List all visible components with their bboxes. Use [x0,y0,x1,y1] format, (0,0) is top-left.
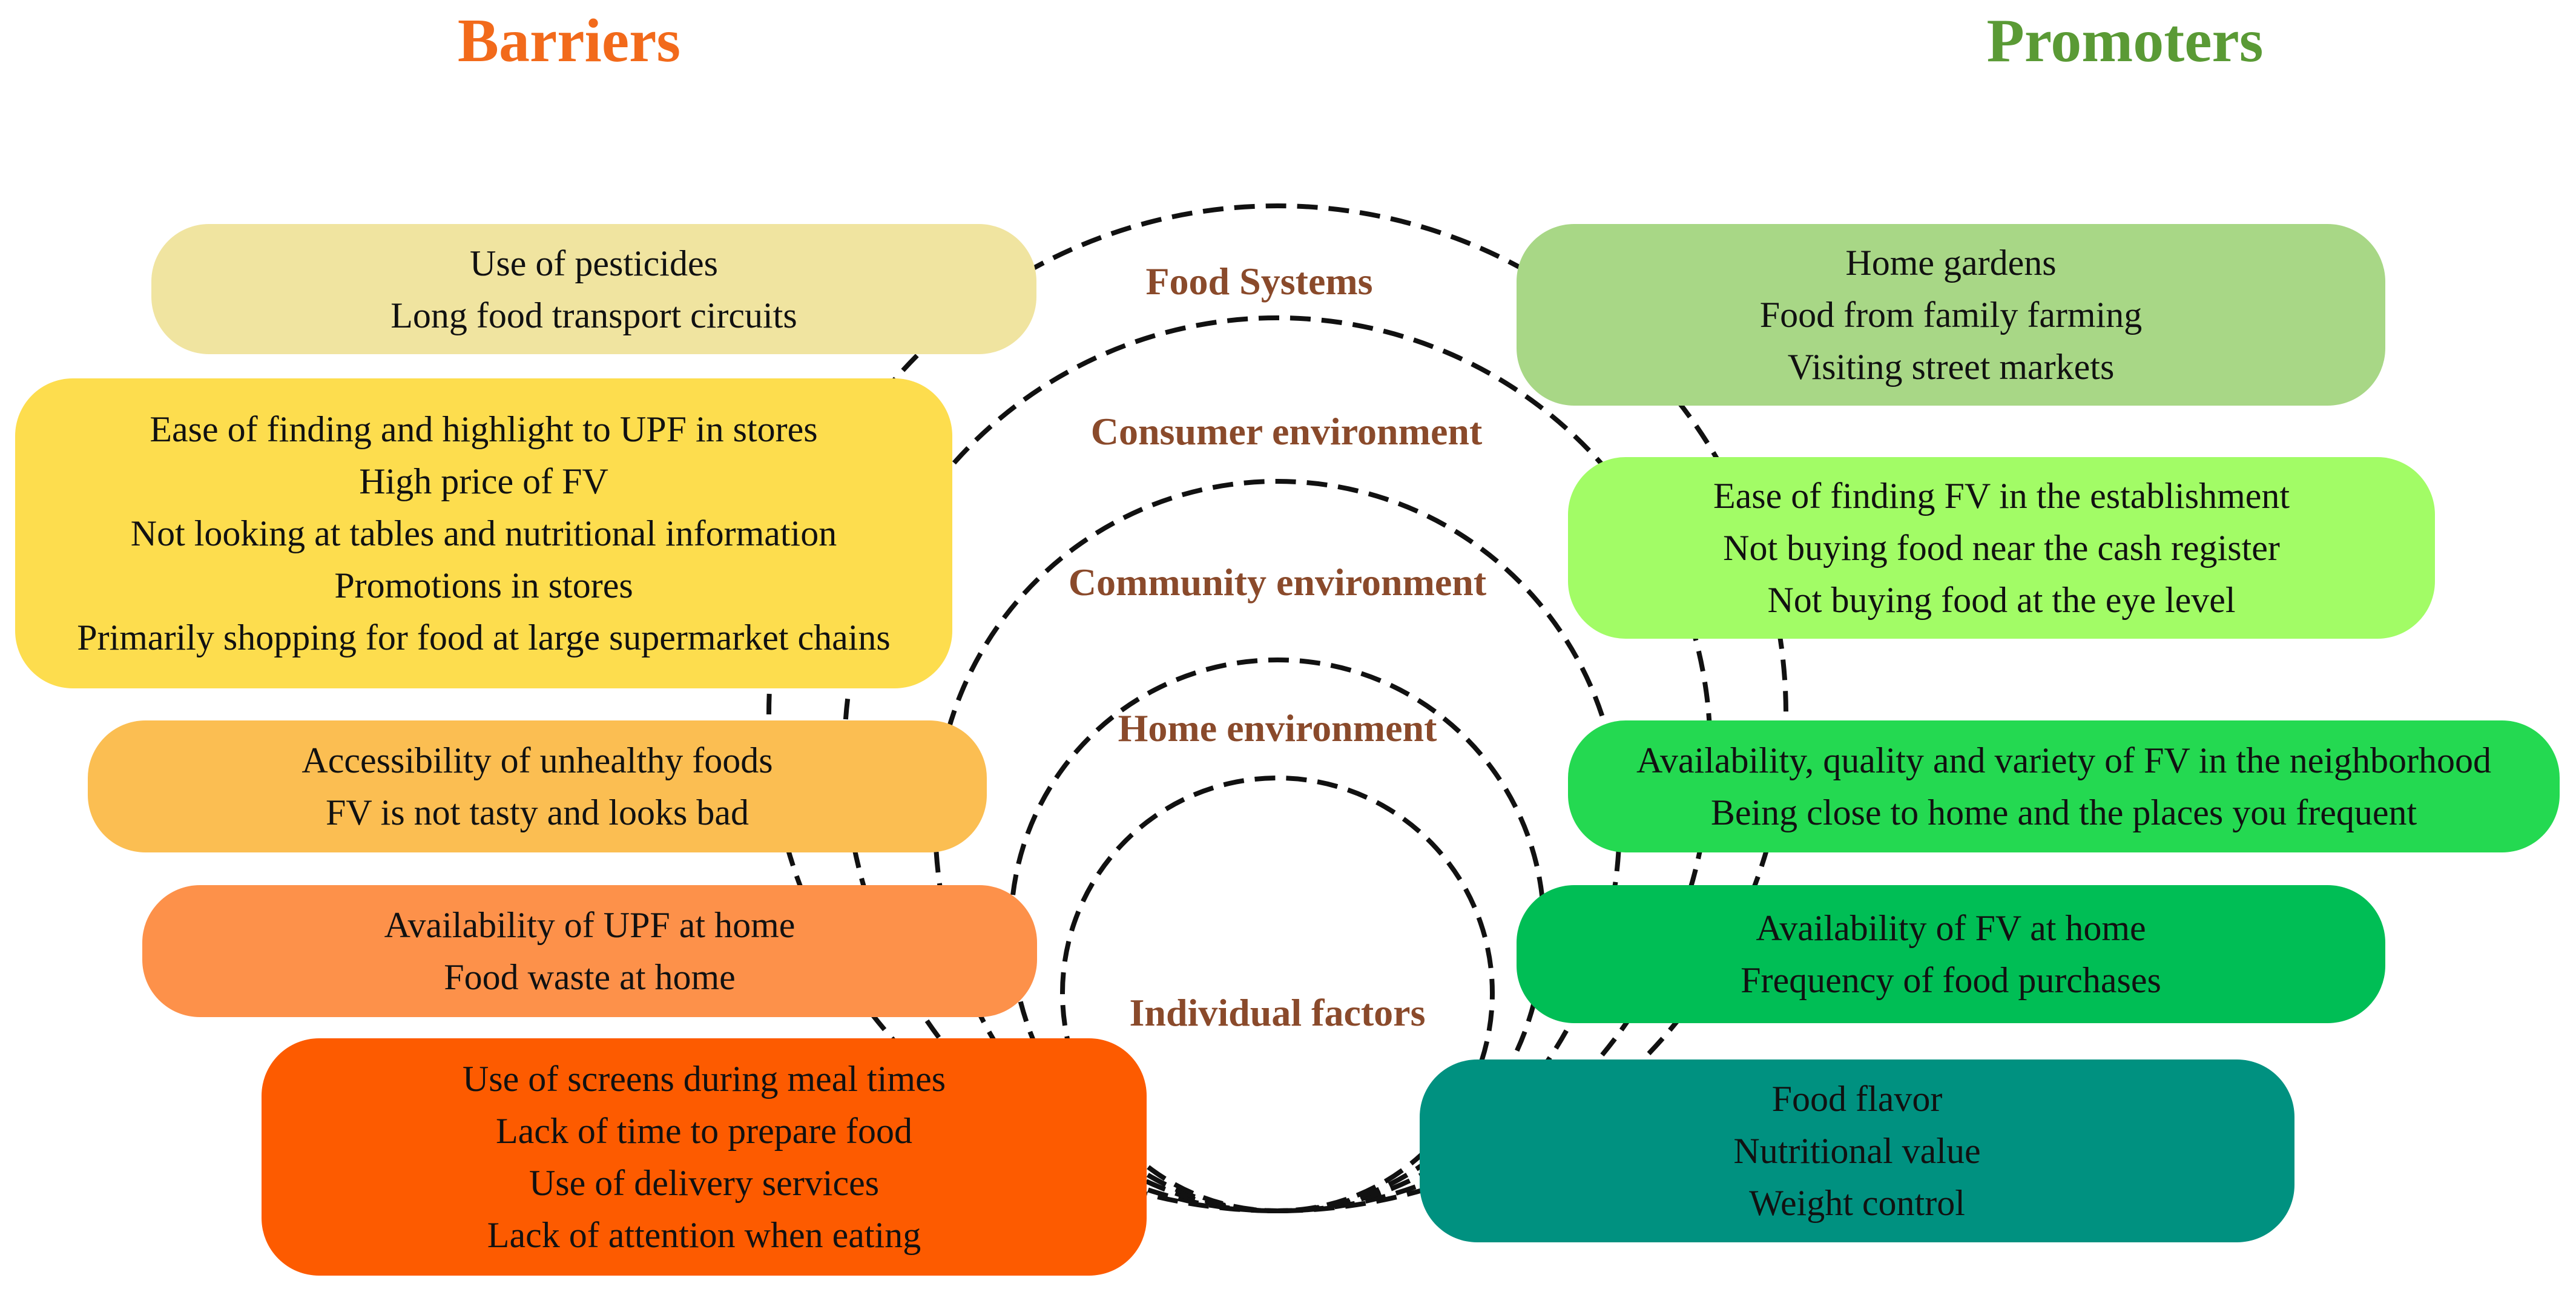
promoter-item: Food from family farming [1759,295,2143,335]
promoter-item: Weight control [1749,1183,1965,1223]
barrier-item: Not looking at tables and nutritional in… [130,513,837,553]
barrier-item: Primarily shopping for food at large sup… [77,618,891,657]
barrier-item: Use of pesticides [470,243,718,283]
promoter-box-food-systems: Home gardens Food from family farming Vi… [1517,224,2385,406]
layer-label-consumer-environment: Consumer environment [1090,410,1483,453]
promoter-item: Being close to home and the places you f… [1710,792,2417,832]
promoter-item: Availability of FV at home [1756,908,2146,948]
promoter-item: Not buying food near the cash register [1723,528,2280,568]
barrier-item: Promotions in stores [334,565,633,605]
ring-individual-factors [1060,776,1495,1214]
promoter-item: Frequency of food purchases [1741,960,2161,1000]
promoters-heading: Promoters [1986,7,2264,75]
promoter-item: Ease of finding FV in the establishment [1713,476,2290,516]
barrier-item: Long food transport circuits [390,295,797,335]
promoter-box-consumer-environment: Ease of finding FV in the establishment … [1568,457,2435,639]
barrier-box-food-systems: Use of pesticides Long food transport ci… [151,224,1036,354]
barrier-item: Lack of attention when eating [487,1215,921,1255]
layer-label-food-systems: Food Systems [1145,260,1373,303]
layer-label-individual-factors: Individual factors [1129,991,1426,1034]
layer-label-community-environment: Community environment [1068,561,1487,604]
barrier-item: High price of FV [359,461,608,501]
promoter-box-individual-factors: Food flavor Nutritional value Weight con… [1420,1059,2294,1242]
promoter-item: Home gardens [1845,243,2057,283]
barrier-item: Lack of time to prepare food [495,1111,913,1151]
promoter-item: Nutritional value [1733,1131,1981,1171]
barrier-item: Use of screens during meal times [462,1059,946,1099]
barrier-item: Availability of UPF at home [384,905,796,945]
barrier-item: Food waste at home [444,957,736,997]
barrier-box-consumer-environment: Ease of finding and highlight to UPF in … [15,378,952,688]
promoter-item: Availability, quality and variety of FV … [1636,740,2491,780]
promoter-item: Food flavor [1771,1079,1943,1119]
barrier-box-community-environment: Accessibility of unhealthy foods FV is n… [88,720,987,852]
barrier-box-home-environment: Availability of UPF at home Food waste a… [142,885,1037,1017]
layer-label-home-environment: Home environment [1118,707,1437,750]
barrier-item: FV is not tasty and looks bad [326,792,749,832]
ring-consumer-environment [842,315,1713,1214]
barrier-item: Accessibility of unhealthy foods [301,740,773,780]
promoter-item: Visiting street markets [1787,347,2115,387]
promoter-box-community-environment: Availability, quality and variety of FV … [1568,720,2560,852]
barrier-item: Use of delivery services [529,1163,880,1203]
promoter-box-home-environment: Availability of FV at home Frequency of … [1517,885,2385,1023]
barrier-box-individual-factors: Use of screens during meal times Lack of… [262,1038,1147,1276]
barriers-heading: Barriers [457,7,681,75]
barrier-item: Ease of finding and highlight to UPF in … [150,409,818,449]
promoter-item: Not buying food at the eye level [1767,580,2236,620]
